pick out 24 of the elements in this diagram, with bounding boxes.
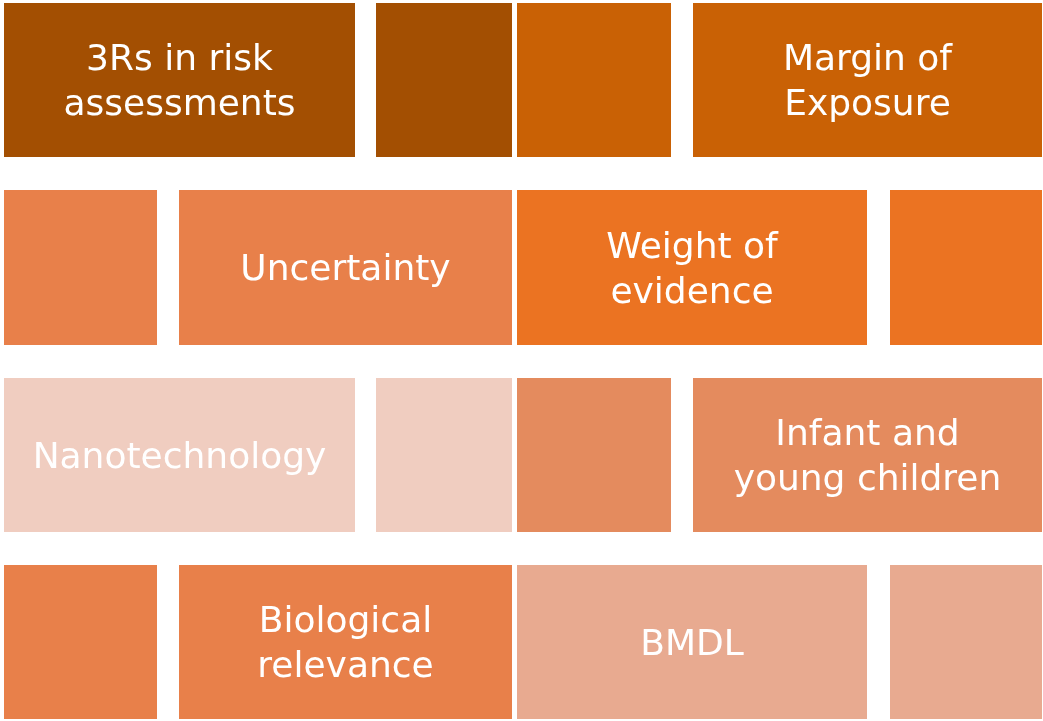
tile-label: BMDL — [640, 620, 744, 665]
tile-label: Nanotechnology — [32, 433, 327, 478]
topic-tile — [4, 378, 355, 532]
tile-label: Infant and young children — [732, 411, 1003, 500]
empty-tile — [517, 378, 671, 532]
tile-label: Uncertainty — [240, 246, 451, 290]
tile-label: 3Rs in risk assessments — [62, 36, 297, 125]
empty-tile — [517, 3, 671, 157]
empty-tile — [890, 565, 1042, 719]
topic-tile — [179, 190, 512, 345]
tile-label: Margin of Exposure — [781, 36, 954, 125]
topic-tile — [517, 565, 867, 719]
topic-tile — [517, 190, 867, 345]
topic-tile — [693, 378, 1042, 532]
tile-label: Weight of evidence — [605, 223, 780, 313]
tile-label: Biological relevance — [256, 598, 435, 687]
topic-tile — [693, 3, 1042, 157]
empty-tile — [4, 565, 157, 719]
empty-tile — [376, 3, 512, 157]
topic-tile — [4, 3, 355, 157]
topic-tile — [179, 565, 512, 719]
empty-tile — [4, 190, 157, 345]
empty-tile — [376, 378, 512, 532]
empty-tile — [890, 190, 1042, 345]
